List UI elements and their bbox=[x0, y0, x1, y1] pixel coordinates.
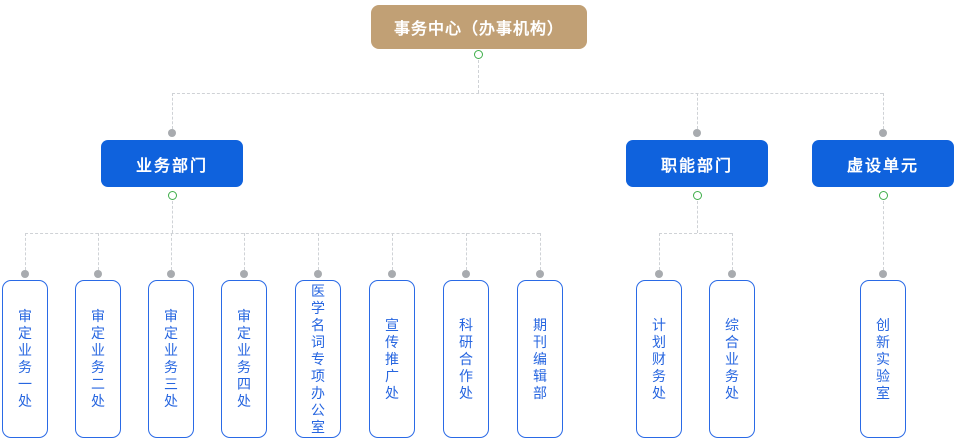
connector-dot bbox=[462, 270, 470, 278]
node-label: 虚设单元 bbox=[846, 157, 919, 175]
node-label: 宣传推广处 bbox=[385, 316, 399, 401]
node-label: 期刊编辑部 bbox=[533, 316, 547, 401]
connector-line bbox=[244, 233, 245, 270]
node-review-div-3[interactable]: 审定业务三处 bbox=[148, 280, 194, 438]
connector-dot bbox=[879, 129, 887, 137]
connector-dot bbox=[536, 270, 544, 278]
connector-dot bbox=[728, 270, 736, 278]
node-review-div-2[interactable]: 审定业务二处 bbox=[75, 280, 121, 438]
node-label: 审定业务一处 bbox=[18, 308, 32, 409]
connector-line bbox=[883, 201, 884, 270]
connector-line bbox=[25, 233, 26, 270]
node-label: 审定业务二处 bbox=[91, 308, 105, 409]
connector-line bbox=[172, 93, 173, 129]
node-label: 职能部门 bbox=[660, 157, 733, 175]
connector-line bbox=[466, 233, 467, 270]
connector-dot bbox=[879, 270, 887, 278]
connector-dot bbox=[168, 129, 176, 137]
connector-line bbox=[540, 233, 541, 270]
connector-line bbox=[732, 233, 733, 270]
connector-line bbox=[697, 93, 698, 129]
connector-line bbox=[98, 233, 99, 270]
connector-line bbox=[25, 233, 540, 234]
node-promotion-div[interactable]: 宣传推广处 bbox=[369, 280, 415, 438]
connector-dot bbox=[94, 270, 102, 278]
node-label: 业务部门 bbox=[135, 157, 208, 175]
node-business-dept[interactable]: 业务部门 bbox=[101, 140, 243, 187]
connector-line bbox=[171, 233, 172, 270]
connector-dot bbox=[388, 270, 396, 278]
connector-line bbox=[659, 233, 660, 270]
collapse-toggle-functional-dept[interactable] bbox=[693, 191, 702, 200]
connector-dot bbox=[240, 270, 248, 278]
node-research-coop-div[interactable]: 科研合作处 bbox=[443, 280, 489, 438]
connector-line bbox=[318, 233, 319, 270]
connector-line bbox=[883, 93, 884, 129]
connector-dot bbox=[167, 270, 175, 278]
node-virtual-unit[interactable]: 虚设单元 bbox=[812, 140, 954, 187]
connector-dot bbox=[693, 129, 701, 137]
node-label: 医学名词专项办公室 bbox=[311, 282, 325, 435]
connector-line bbox=[697, 201, 698, 233]
connector-line bbox=[659, 233, 732, 234]
connector-dot bbox=[314, 270, 322, 278]
node-label: 审定业务三处 bbox=[164, 308, 178, 409]
node-innovation-lab[interactable]: 创新实验室 bbox=[860, 280, 906, 438]
node-review-div-4[interactable]: 审定业务四处 bbox=[221, 280, 267, 438]
collapse-toggle-root[interactable] bbox=[474, 50, 483, 59]
node-label: 审定业务四处 bbox=[237, 308, 251, 409]
node-label: 科研合作处 bbox=[459, 316, 473, 401]
node-planning-finance-div[interactable]: 计划财务处 bbox=[636, 280, 682, 438]
node-label: 综合业务处 bbox=[725, 316, 739, 401]
node-affairs-center[interactable]: 事务中心（办事机构） bbox=[371, 5, 587, 49]
collapse-toggle-virtual-unit[interactable] bbox=[879, 191, 888, 200]
connector-line bbox=[172, 201, 173, 233]
node-label: 计划财务处 bbox=[652, 316, 666, 401]
node-review-div-1[interactable]: 审定业务一处 bbox=[2, 280, 48, 438]
node-journal-editorial-dept[interactable]: 期刊编辑部 bbox=[517, 280, 563, 438]
node-medical-terms-office[interactable]: 医学名词专项办公室 bbox=[295, 280, 341, 438]
node-label: 事务中心（办事机构） bbox=[393, 21, 564, 38]
connector-dot bbox=[655, 270, 663, 278]
connector-dot bbox=[21, 270, 29, 278]
connector-line bbox=[478, 60, 479, 93]
connector-line bbox=[392, 233, 393, 270]
node-general-business-div[interactable]: 综合业务处 bbox=[709, 280, 755, 438]
node-functional-dept[interactable]: 职能部门 bbox=[626, 140, 768, 187]
collapse-toggle-business-dept[interactable] bbox=[168, 191, 177, 200]
connector-line bbox=[172, 93, 883, 94]
node-label: 创新实验室 bbox=[876, 316, 890, 401]
